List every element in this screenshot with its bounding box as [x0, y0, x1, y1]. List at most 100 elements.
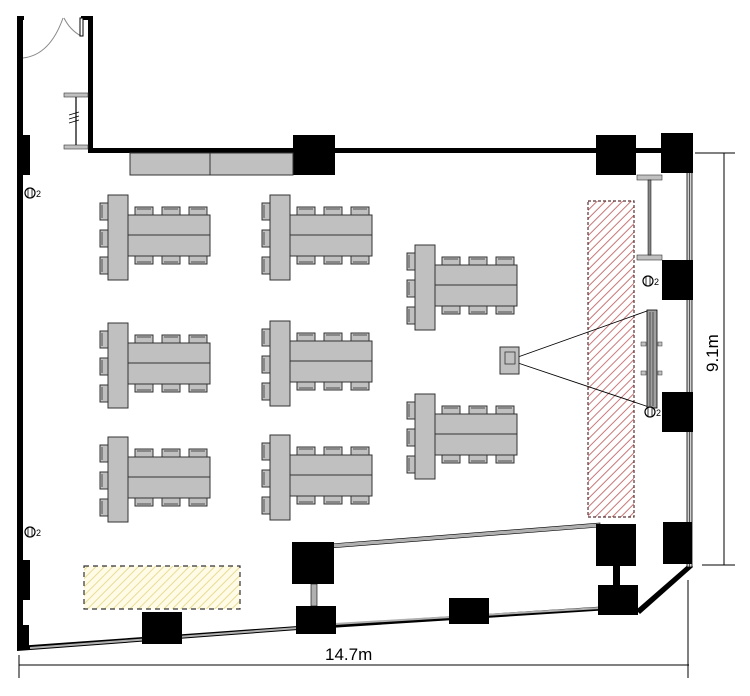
counter — [129, 152, 211, 176]
wall-entrance-left-top — [17, 16, 24, 20]
chair — [441, 454, 461, 464]
chair — [296, 446, 316, 456]
partition-rail-bottom — [63, 144, 89, 150]
chair — [323, 206, 343, 216]
chair — [296, 381, 316, 391]
table-group-7[interactable] — [406, 244, 518, 331]
pillar — [662, 260, 693, 300]
projector-lens — [504, 351, 516, 365]
partition-wall — [329, 522, 601, 549]
table — [127, 476, 211, 499]
chair — [495, 256, 515, 266]
pillar — [296, 606, 336, 634]
counters — [129, 152, 294, 176]
outlet-left-top[interactable]: 2 — [24, 187, 41, 199]
head-table — [269, 434, 291, 521]
table — [289, 340, 373, 362]
pillar — [142, 612, 182, 644]
chair — [495, 454, 515, 464]
chair — [296, 255, 316, 265]
table — [289, 234, 373, 257]
chair — [134, 497, 154, 507]
partition-rail-top — [636, 174, 663, 181]
wall-entrance-right — [81, 16, 93, 20]
head-table — [107, 194, 129, 281]
outlet-count: 2 — [36, 189, 41, 199]
chair — [350, 332, 370, 342]
table — [127, 214, 211, 236]
reception-area[interactable] — [83, 565, 241, 610]
outlet-count: 2 — [654, 277, 659, 287]
chair — [134, 255, 154, 265]
right-partition — [636, 174, 663, 261]
table-group-4[interactable] — [261, 320, 373, 407]
chair — [350, 446, 370, 456]
table-group-6[interactable] — [261, 434, 373, 521]
chair — [441, 256, 461, 266]
wall-entrance-right-vertical — [88, 16, 93, 152]
outlet-count: 2 — [36, 528, 41, 538]
pillar-connector — [310, 583, 318, 607]
chair — [350, 495, 370, 505]
chair — [350, 206, 370, 216]
chair — [468, 256, 488, 266]
stage-area[interactable] — [587, 200, 635, 518]
table — [289, 454, 373, 476]
chair — [161, 334, 181, 344]
pillar — [449, 598, 489, 624]
table — [127, 234, 211, 257]
chair — [323, 255, 343, 265]
table — [127, 456, 211, 478]
outlet-left-bottom[interactable]: 2 — [24, 526, 41, 538]
chair — [495, 305, 515, 315]
outlet-right-screen[interactable]: 2 — [644, 406, 661, 418]
chair — [296, 206, 316, 216]
table — [289, 474, 373, 497]
chair — [134, 383, 154, 393]
pillar — [598, 585, 638, 615]
table-group-5[interactable] — [99, 436, 211, 523]
dimension-height: 9.1m — [695, 152, 735, 566]
projection-screen[interactable] — [640, 309, 663, 409]
wall-pillar-left-3 — [17, 625, 29, 647]
chair — [296, 495, 316, 505]
wall-top — [88, 148, 693, 153]
table — [434, 284, 518, 307]
projection-line-top — [517, 310, 648, 358]
pillar — [293, 135, 335, 175]
chair — [161, 383, 181, 393]
table — [289, 214, 373, 236]
chair — [468, 405, 488, 415]
outlet-right-top[interactable]: 2 — [642, 275, 659, 287]
table — [127, 362, 211, 385]
head-table — [107, 322, 129, 409]
wall-corner-diagonal — [636, 563, 693, 614]
entrance-door[interactable] — [22, 17, 84, 59]
screen-bracket — [657, 341, 663, 347]
pillar — [661, 133, 693, 173]
chair — [188, 255, 208, 265]
screen-bracket — [640, 370, 647, 376]
break-symbol — [68, 111, 80, 124]
height-label: 9.1m — [703, 334, 722, 372]
chair — [323, 332, 343, 342]
chair — [468, 305, 488, 315]
table-group-3[interactable] — [99, 322, 211, 409]
pillar-connector — [613, 566, 620, 586]
door-swing-left — [22, 17, 64, 59]
table — [434, 264, 518, 286]
chair — [188, 206, 208, 216]
table-group-8[interactable] — [406, 393, 518, 480]
projector[interactable] — [499, 346, 520, 375]
chair — [188, 383, 208, 393]
chair — [468, 454, 488, 464]
wall-pillar-left-1 — [17, 135, 30, 175]
head-table — [269, 320, 291, 407]
table-group-1[interactable] — [99, 194, 211, 281]
chair — [161, 497, 181, 507]
chair — [441, 405, 461, 415]
head-table — [269, 194, 291, 281]
partition-line — [647, 179, 652, 256]
pillar — [663, 522, 692, 564]
table-group-2[interactable] — [261, 194, 373, 281]
